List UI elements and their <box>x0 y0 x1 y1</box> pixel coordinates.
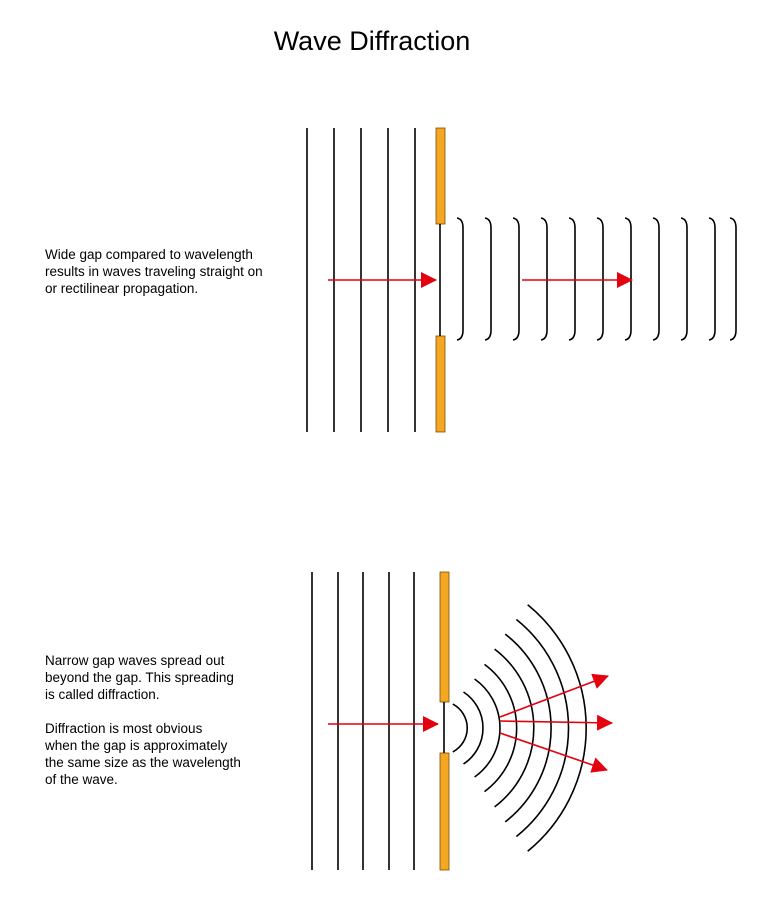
spreading-direction-arrows <box>499 673 613 773</box>
transmitted-wavefront <box>484 217 492 341</box>
diffracted-wavefront <box>452 703 469 753</box>
transmitted-wavefronts <box>456 217 737 341</box>
diffracted-wavefront <box>527 604 587 852</box>
diffraction-note-text: Diffraction is most obvious when the gap… <box>45 721 241 787</box>
diffracted-wavefront <box>515 618 570 838</box>
transmitted-wavefront <box>652 217 660 341</box>
narrow-gap-text: Narrow gap waves spread out beyond the g… <box>45 653 234 702</box>
transmitted-wavefront <box>540 217 548 341</box>
barrier <box>435 127 446 433</box>
diffracted-wavefront <box>463 691 484 765</box>
diffracted-wavefronts <box>452 604 587 852</box>
barrier-upper-block <box>435 127 446 225</box>
transmitted-wavefront <box>512 217 520 341</box>
diffracted-wavefront <box>504 633 552 823</box>
barrier-lower-block <box>439 752 450 871</box>
wide-gap-diagram <box>306 127 737 433</box>
barrier-upper-block <box>439 571 450 703</box>
transmitted-wavefront <box>708 217 716 341</box>
transmitted-wavefront <box>729 217 737 341</box>
transmitted-wavefront <box>568 217 576 341</box>
lower-spread-arrow <box>499 732 608 773</box>
transmitted-wavefront <box>596 217 604 341</box>
transmitted-wavefront <box>456 217 464 341</box>
incident-wavefronts <box>311 572 415 870</box>
wide-gap-text: Wide gap compared to wavelength results … <box>45 247 263 296</box>
wide-gap-description: Wide gap compared to wavelength results … <box>45 246 295 314</box>
diffracted-wavefront <box>484 663 518 793</box>
middle-spread-arrow <box>499 714 613 731</box>
upper-spread-arrow <box>499 673 609 718</box>
transmitted-wavefront <box>680 217 688 341</box>
transmitted-wavefront <box>624 217 632 341</box>
narrow-gap-description: Narrow gap waves spread out beyond the g… <box>45 652 295 805</box>
barrier <box>439 571 450 871</box>
barrier-lower-block <box>435 335 446 433</box>
diffracted-wavefront <box>494 648 535 808</box>
page-title: Wave Diffraction <box>273 26 471 56</box>
diffracted-wavefront <box>474 678 501 778</box>
narrow-gap-diagram <box>311 571 613 871</box>
